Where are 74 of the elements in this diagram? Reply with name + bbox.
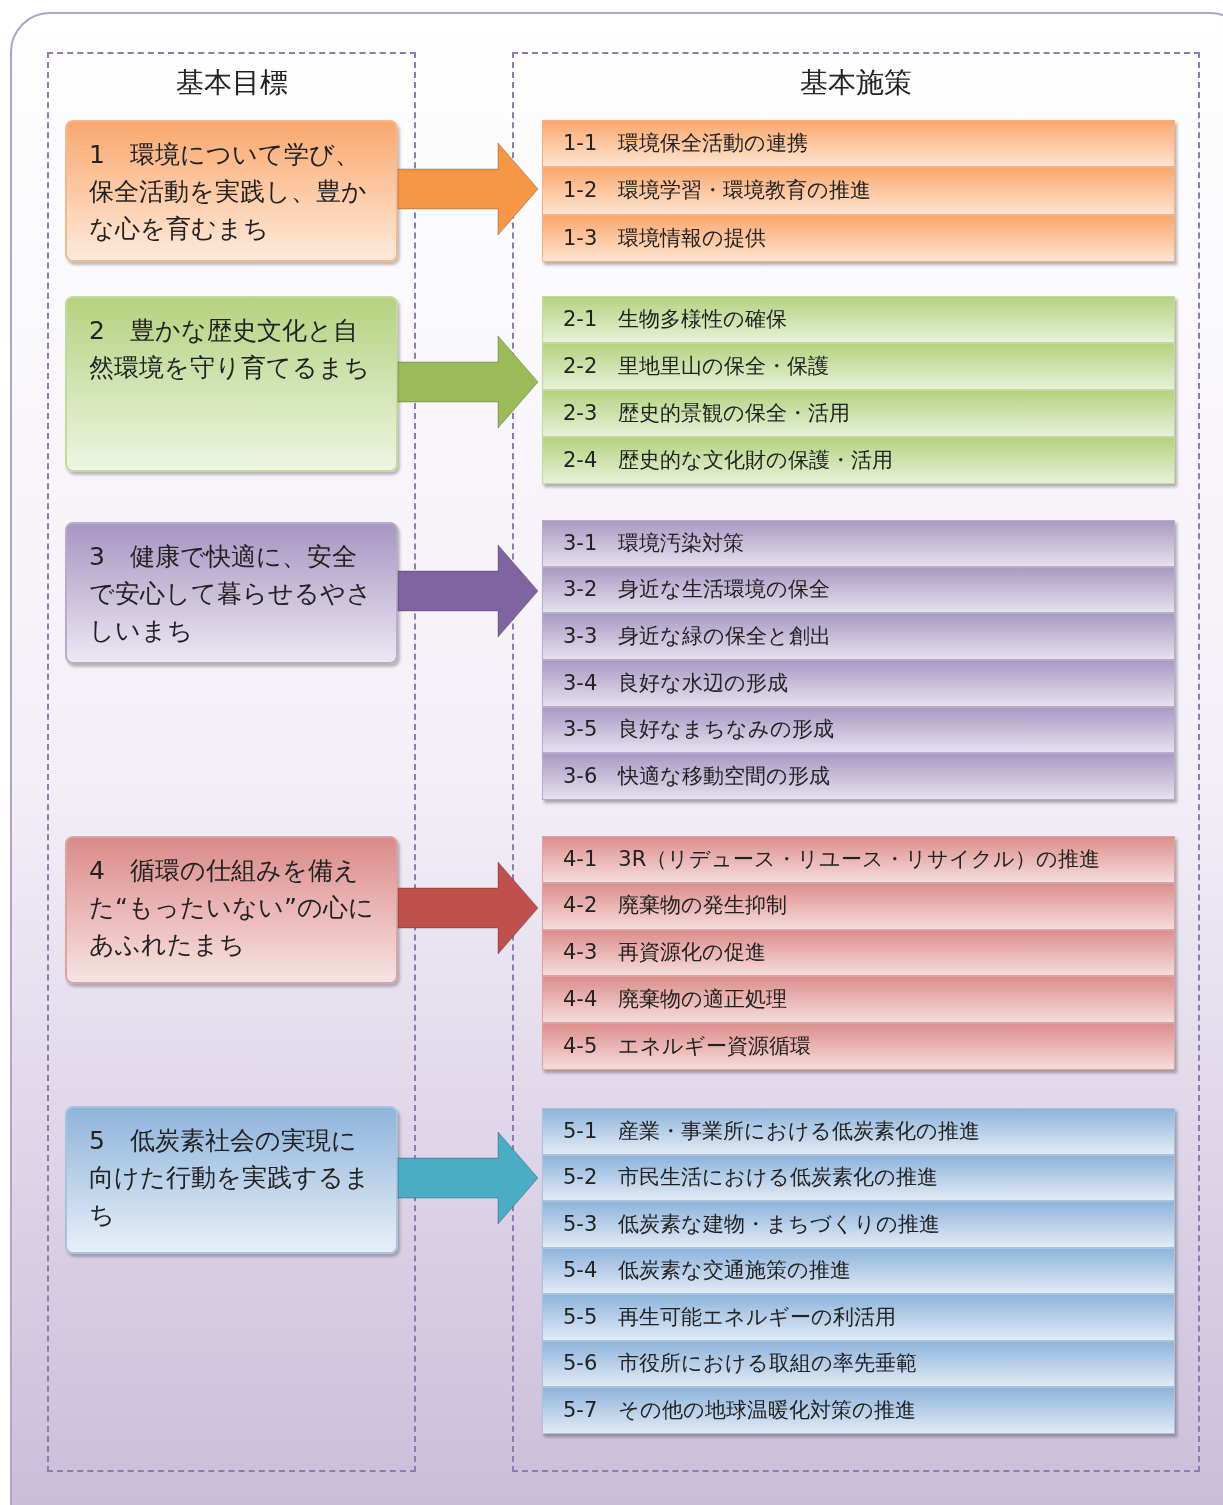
goal-box <box>65 120 398 262</box>
block-arrow <box>397 544 539 638</box>
policy-text: 3-2 身近な生活環境の保全 <box>563 576 831 604</box>
policy-row <box>542 929 1175 977</box>
policy-text: 5-6 市役所における取組の率先垂範 <box>563 1350 918 1378</box>
goal-text: 1 環境について学び、保全活動を実践し、豊かな心を育むまち <box>89 139 368 245</box>
policy-text: 2-3 歴史的景観の保全・活用 <box>563 399 851 427</box>
policy-row <box>542 520 1175 567</box>
goal-box <box>65 836 398 984</box>
policy-text: 5-3 低炭素な建物・まちづくりの推進 <box>563 1210 941 1238</box>
block-arrow <box>397 1131 539 1225</box>
column-heading: 基本目標 <box>174 65 289 101</box>
policy-text: 1-3 環境情報の提供 <box>563 224 767 252</box>
policy-text: 3-5 良好なまちなみの形成 <box>563 716 835 744</box>
policy-row <box>542 1247 1175 1295</box>
goal-text: 2 豊かな歴史文化と自然環境を守り育てるまち <box>89 315 371 384</box>
goal-box <box>65 1106 398 1254</box>
policy-row <box>542 566 1175 614</box>
policy-row <box>542 214 1175 262</box>
policy-text: 4-4 廃棄物の適正処理 <box>563 986 788 1014</box>
block-arrow <box>397 335 539 429</box>
policy-text: 5-7 その他の地球温暖化対策の推進 <box>563 1397 917 1424</box>
goal-text: 4 循環の仕組みを備えた“もったいない”の心にあふれたまち <box>89 855 374 961</box>
policy-group <box>542 1108 1175 1434</box>
goal-box <box>65 296 398 472</box>
policy-group <box>542 836 1175 1070</box>
policy-row <box>542 660 1175 707</box>
policy-text: 3-4 良好な水辺の形成 <box>563 669 789 697</box>
goal-text: 3 健康で快適に、安全で安心して暮らせるやさしいまち <box>89 541 373 647</box>
policy-text: 3-3 身近な緑の保全と創出 <box>563 622 832 650</box>
policy-row <box>542 882 1175 930</box>
policy-row <box>542 296 1175 343</box>
goal-text: 5 低炭素社会の実現に向けた行動を実践するまち <box>89 1125 371 1231</box>
policy-row <box>542 1154 1175 1202</box>
policy-row <box>542 1108 1175 1155</box>
policy-row <box>542 1387 1175 1435</box>
policy-group <box>542 120 1175 262</box>
goal-box <box>65 522 398 664</box>
policy-text: 4-3 再資源化の促進 <box>563 939 767 967</box>
block-arrow <box>397 142 539 236</box>
policy-text: 4-5 エネルギー資源循環 <box>563 1032 812 1060</box>
policy-row <box>542 343 1175 390</box>
policy-text: 4-2 廃棄物の発生抑制 <box>563 892 788 920</box>
policy-row <box>542 1340 1175 1388</box>
policy-text: 1-2 環境学習・環境教育の推進 <box>563 177 872 205</box>
column-heading: 基本施策 <box>799 65 913 101</box>
policy-group <box>542 520 1175 800</box>
policy-text: 5-4 低炭素な交通施策の推進 <box>563 1257 852 1285</box>
policy-text: 3-1 環境汚染対策 <box>563 529 745 557</box>
policy-text: 5-2 市民生活における低炭素化の推進 <box>563 1164 939 1192</box>
policy-row <box>542 390 1175 437</box>
policy-text: 1-1 環境保全活動の連携 <box>563 129 809 157</box>
dashed-column-frame <box>512 52 1200 1472</box>
policy-group <box>542 296 1175 484</box>
policy-row <box>542 613 1175 660</box>
block-arrow <box>397 861 539 955</box>
policy-row <box>542 976 1175 1024</box>
policy-text: 3-6 快適な移動空間の形成 <box>563 762 831 790</box>
policy-row <box>542 437 1175 484</box>
policy-row <box>542 1201 1175 1248</box>
policy-row <box>542 120 1175 168</box>
policy-row <box>542 836 1175 883</box>
dashed-column-frame <box>47 52 416 1472</box>
policy-row <box>542 706 1175 754</box>
policy-row <box>542 1023 1175 1070</box>
policy-text: 2-2 里地里山の保全・保護 <box>563 352 830 380</box>
policy-text: 4-1 3R（リデュース・リユース・リサイクル）の推進 <box>563 845 1101 873</box>
policy-text: 5-1 産業・事業所における低炭素化の推進 <box>563 1117 981 1145</box>
policy-row <box>542 1294 1175 1341</box>
policy-row <box>542 753 1175 801</box>
policy-text: 5-5 再生可能エネルギーの利活用 <box>563 1303 897 1331</box>
policy-text: 2-1 生物多様性の確保 <box>563 305 788 333</box>
policy-row <box>542 167 1175 215</box>
policy-text: 2-4 歴史的な文化財の保護・活用 <box>563 446 894 474</box>
